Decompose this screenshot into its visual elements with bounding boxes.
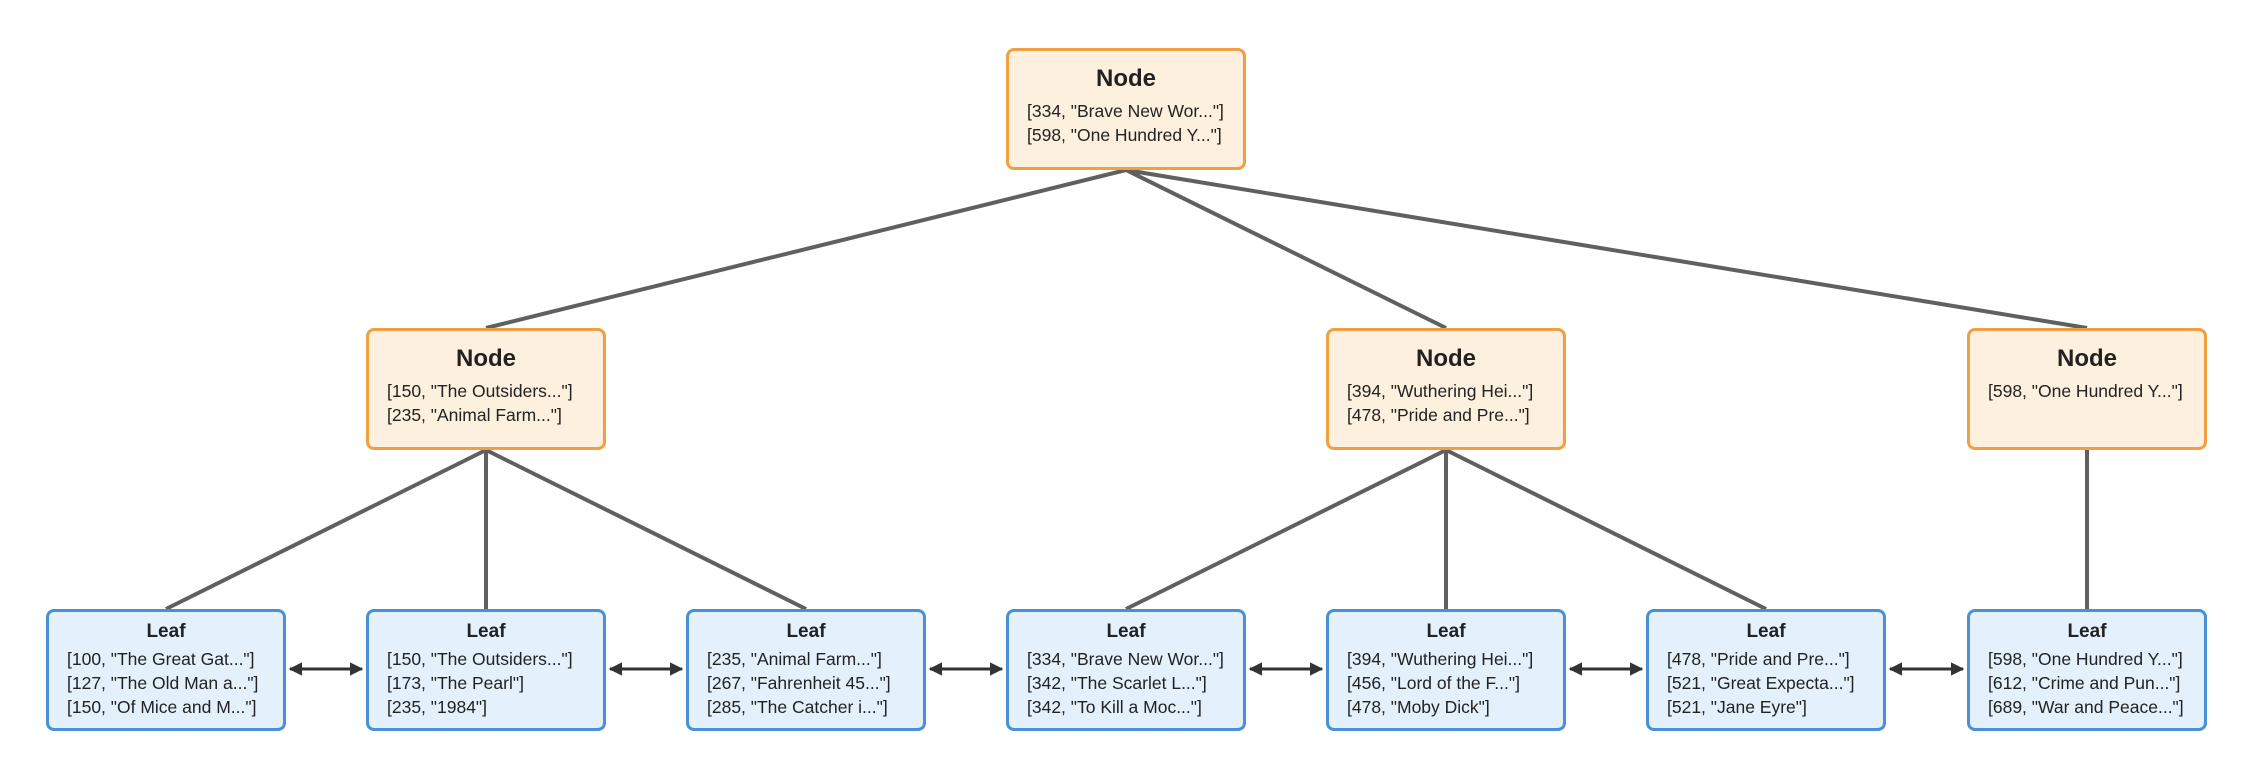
leaf-entry: [235, "1984"] <box>387 697 488 717</box>
node-title: Node <box>1096 65 1156 92</box>
internal-node: Node [150, "The Outsiders..."] [235, "Anim… <box>366 328 606 450</box>
node-entries: [598, "One Hundred Y..."] <box>1970 379 2183 403</box>
node-entry: [334, "Brave New Wor..."] <box>1027 101 1224 121</box>
node-title: Node <box>456 345 516 372</box>
node-entry: [394, "Wuthering Hei..."] <box>1347 381 1534 401</box>
leaf-entries: [334, "Brave New Wor..."] [342, "The Scar… <box>1009 647 1224 719</box>
root-node: Node [334, "Brave New Wor..."] [598, "One … <box>1006 48 1246 170</box>
leaf-title: Leaf <box>2067 621 2107 642</box>
node-entry: [478, "Pride and Pre..."] <box>1347 405 1530 425</box>
leaf-entry: [521, "Great Expecta..."] <box>1667 673 1855 693</box>
leaf-entries: [598, "One Hundred Y..."] [612, "Crime an… <box>1970 647 2184 719</box>
leaf-entry: [173, "The Pearl"] <box>387 673 524 693</box>
leaf-entry: [334, "Brave New Wor..."] <box>1027 649 1224 669</box>
leaf-entry: [689, "War and Peace..."] <box>1988 697 2184 717</box>
leaf-node: Leaf [598, "One Hundred Y..."] [612, "Crim… <box>1967 609 2207 731</box>
leaf-entry: [100, "The Great Gat..."] <box>67 649 255 669</box>
tree-edge <box>165 448 487 611</box>
node-entries: [334, "Brave New Wor..."] [598, "One Hund… <box>1009 99 1224 147</box>
leaf-node: Leaf [235, "Animal Farm..."] [267, "Fahren… <box>686 609 926 731</box>
leaf-entries: [394, "Wuthering Hei..."] [456, "Lord of … <box>1329 647 1533 719</box>
leaf-entries: [100, "The Great Gat..."] [127, "The Old … <box>49 647 258 719</box>
leaf-node: Leaf [150, "The Outsiders..."] [173, "The … <box>366 609 606 731</box>
leaf-title: Leaf <box>1106 621 1146 642</box>
tree-edge <box>1125 168 2088 330</box>
leaf-title: Leaf <box>786 621 826 642</box>
leaf-entry: [150, "Of Mice and M..."] <box>67 697 257 717</box>
leaf-entries: [478, "Pride and Pre..."] [521, "Great Ex… <box>1649 647 1855 719</box>
leaf-entry: [521, "Jane Eyre"] <box>1667 697 1807 717</box>
leaf-title: Leaf <box>146 621 186 642</box>
leaf-entry: [267, "Fahrenheit 45..."] <box>707 673 891 693</box>
leaf-entry: [285, "The Catcher i..."] <box>707 697 888 717</box>
node-entries: [150, "The Outsiders..."] [235, "Animal F… <box>369 379 573 427</box>
leaf-entry: [478, "Pride and Pre..."] <box>1667 649 1850 669</box>
internal-node: Node [598, "One Hundred Y..."] <box>1967 328 2207 450</box>
tree-edge <box>1125 448 1447 611</box>
node-entry: [235, "Animal Farm..."] <box>387 405 562 425</box>
leaf-title: Leaf <box>1746 621 1786 642</box>
leaf-entry: [342, "The Scarlet L..."] <box>1027 673 1207 693</box>
leaf-entry: [478, "Moby Dick"] <box>1347 697 1490 717</box>
leaf-title: Leaf <box>1426 621 1466 642</box>
leaf-entry: [342, "To Kill a Moc..."] <box>1027 697 1202 717</box>
leaf-entries: [150, "The Outsiders..."] [173, "The Pear… <box>369 647 573 719</box>
leaf-node: Leaf [394, "Wuthering Hei..."] [456, "Lord… <box>1326 609 1566 731</box>
node-title: Node <box>2057 345 2117 372</box>
node-entry: [150, "The Outsiders..."] <box>387 381 573 401</box>
leaf-entry: [394, "Wuthering Hei..."] <box>1347 649 1534 669</box>
leaf-node: Leaf [100, "The Great Gat..."] [127, "The … <box>46 609 286 731</box>
leaf-node: Leaf [334, "Brave New Wor..."] [342, "The … <box>1006 609 1246 731</box>
tree-edge <box>485 168 1127 330</box>
internal-node: Node [394, "Wuthering Hei..."] [478, "Prid… <box>1326 328 1566 450</box>
leaf-entry: [456, "Lord of the F..."] <box>1347 673 1520 693</box>
leaf-entry: [612, "Crime and Pun..."] <box>1988 673 2181 693</box>
leaf-entry: [150, "The Outsiders..."] <box>387 649 573 669</box>
node-title: Node <box>1416 345 1476 372</box>
leaf-entry: [127, "The Old Man a..."] <box>67 673 259 693</box>
node-entry: [598, "One Hundred Y..."] <box>1027 125 1222 145</box>
tree-edge <box>1125 168 1447 330</box>
leaf-entry: [235, "Animal Farm..."] <box>707 649 882 669</box>
leaf-title: Leaf <box>466 621 506 642</box>
leaf-entry: [598, "One Hundred Y..."] <box>1988 649 2183 669</box>
node-entries: [394, "Wuthering Hei..."] [478, "Pride an… <box>1329 379 1533 427</box>
leaf-node: Leaf [478, "Pride and Pre..."] [521, "Grea… <box>1646 609 1886 731</box>
node-entry: [598, "One Hundred Y..."] <box>1988 381 2183 401</box>
tree-edge <box>1445 448 1767 611</box>
leaf-entries: [235, "Animal Farm..."] [267, "Fahrenheit… <box>689 647 891 719</box>
tree-edge <box>485 448 807 611</box>
